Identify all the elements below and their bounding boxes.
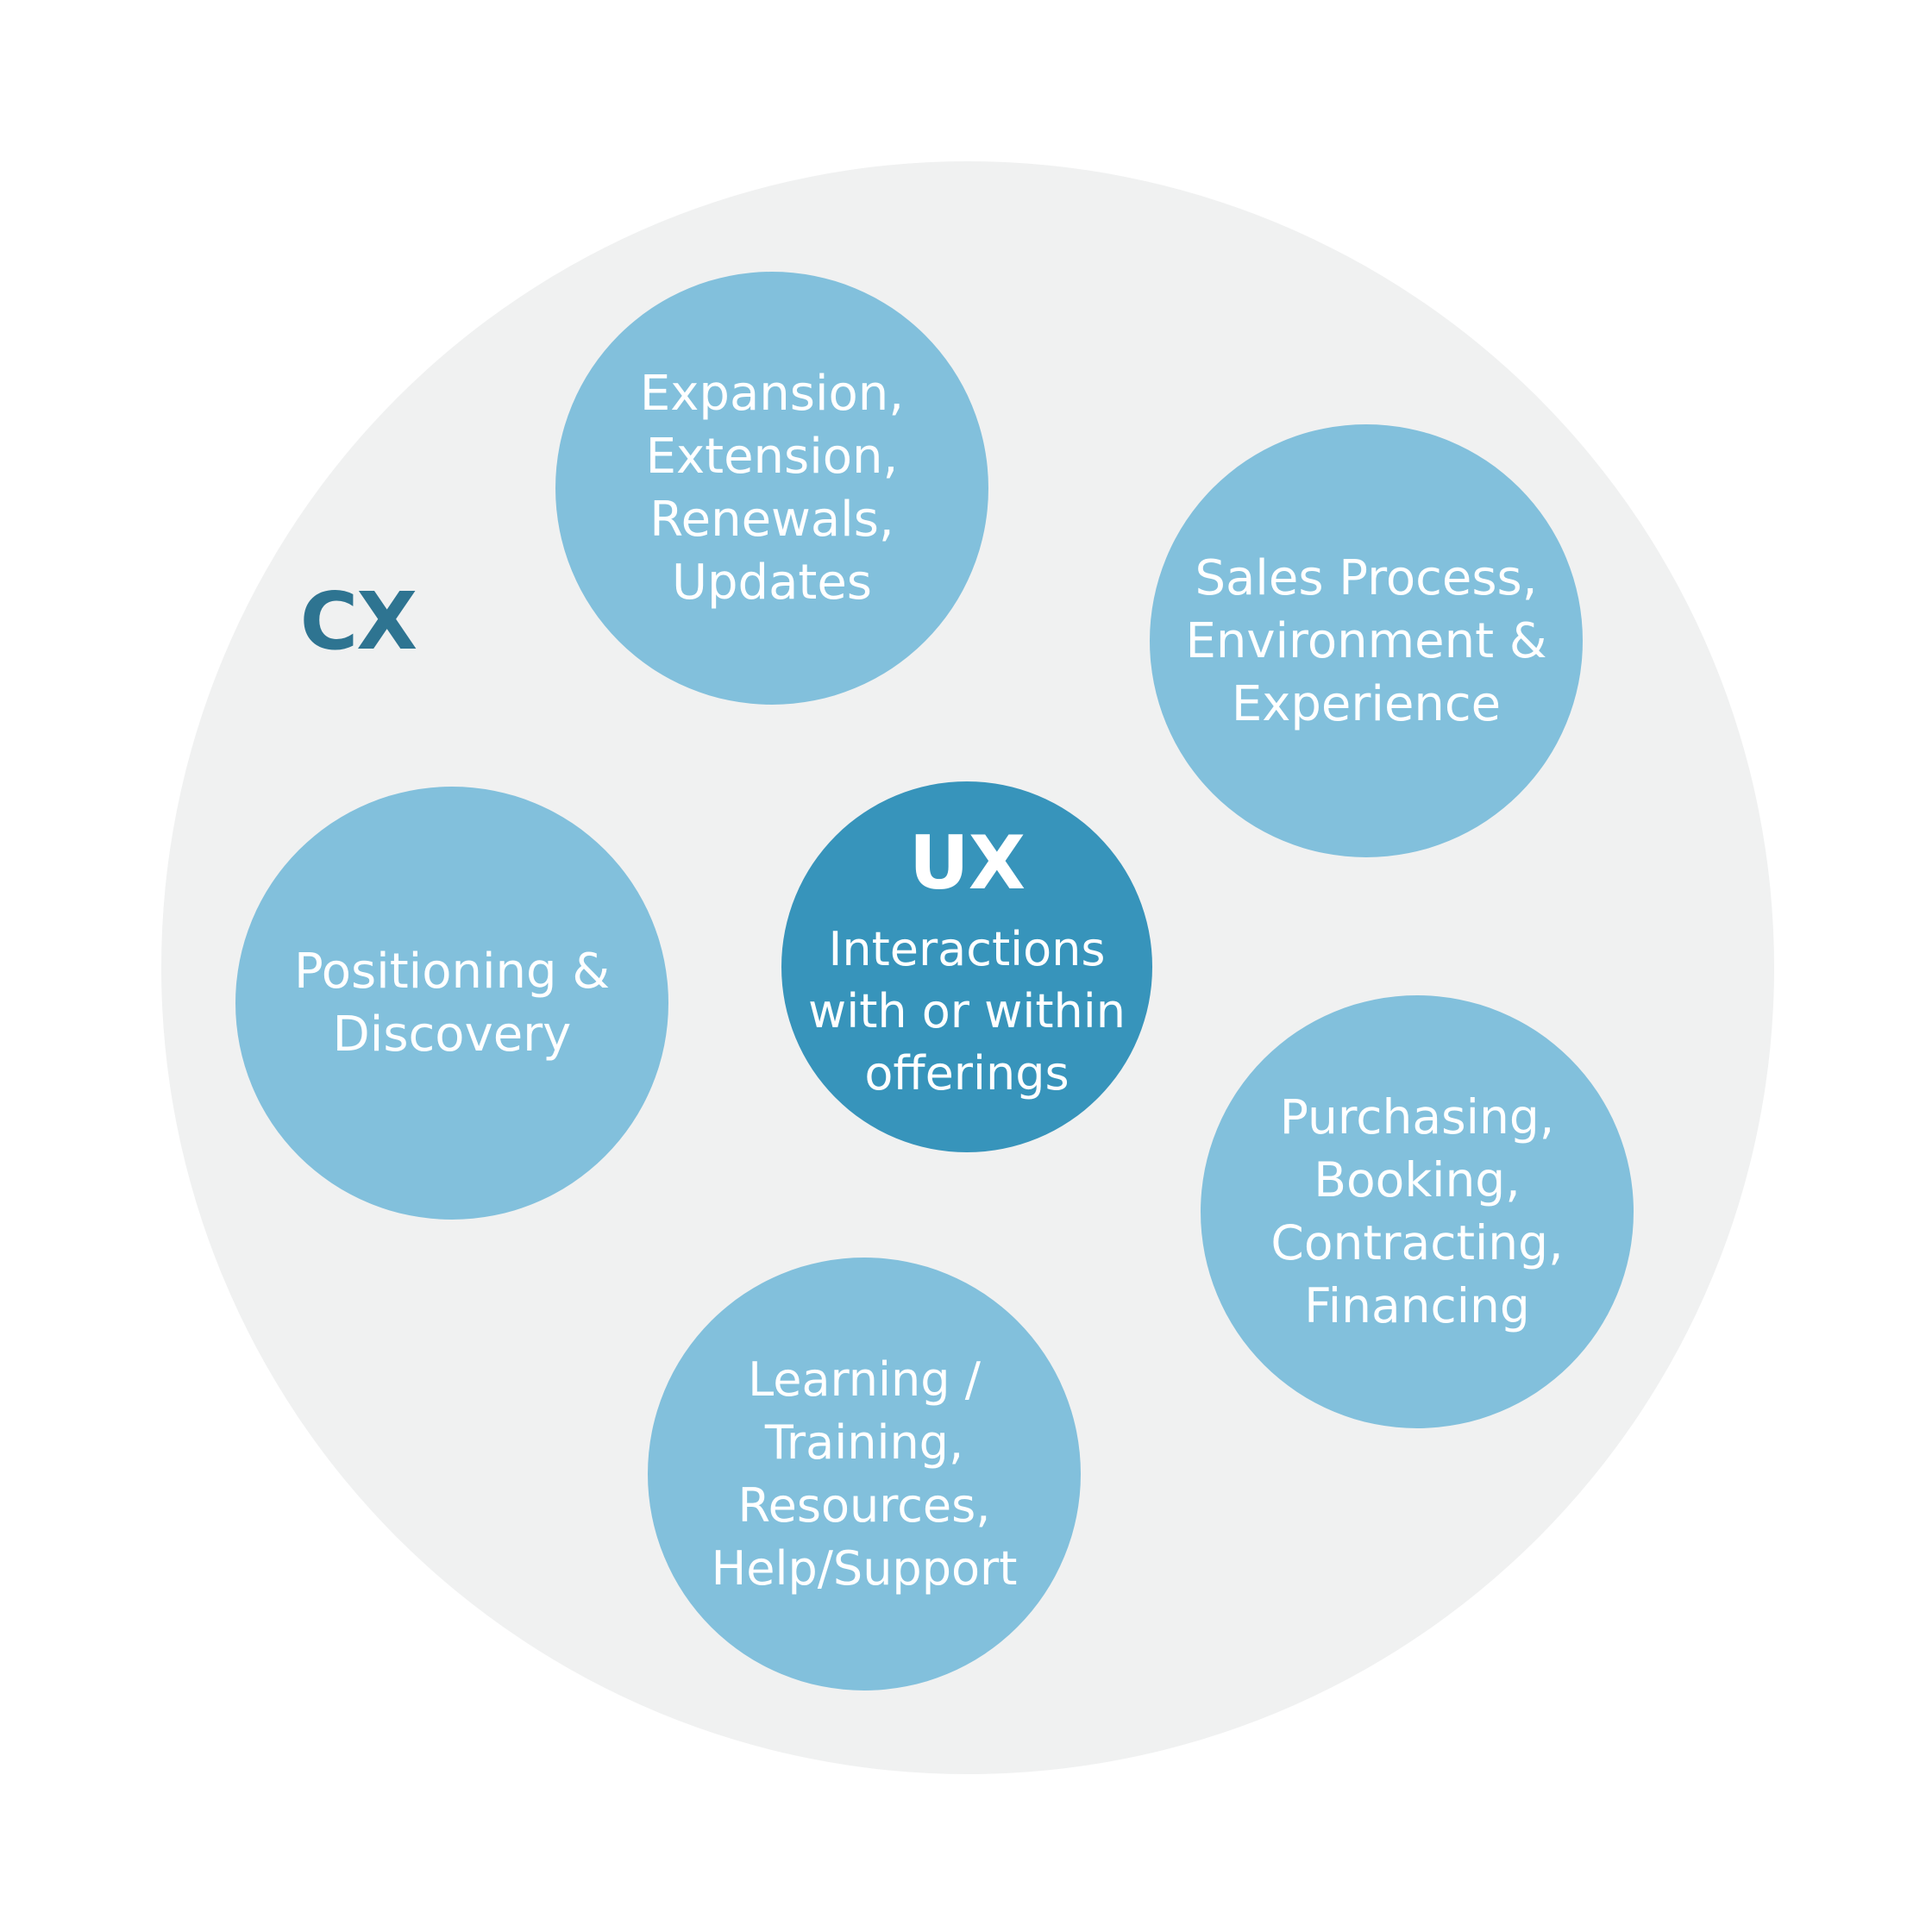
ux-title: UX [908,820,1026,906]
bubble-learning-text: Learning / Training, Resources, Help/Sup… [711,1352,1018,1596]
cx-label: CX [299,574,417,668]
ux-description: Interactions with or within offerings [808,922,1126,1101]
bubble-positioning-text: Positioning & Discovery [293,944,611,1063]
bubble-purchasing: Purchasing, Booking, Contracting, Financ… [1201,995,1634,1428]
bubble-positioning: Positioning & Discovery [235,787,668,1220]
bubble-purchasing-text: Purchasing, Booking, Contracting, Financ… [1270,1089,1564,1333]
ux-center-circle: UX Interactions with or within offerings [781,781,1152,1152]
bubble-sales-process-text: Sales Process, Environment & Experience [1185,549,1547,732]
bubble-sales-process: Sales Process, Environment & Experience [1150,424,1583,857]
bubble-expansion-text: Expansion, Extension, Renewals, Updates [639,366,905,611]
bubble-expansion: Expansion, Extension, Renewals, Updates [555,272,988,705]
bubble-learning: Learning / Training, Resources, Help/Sup… [648,1258,1081,1690]
